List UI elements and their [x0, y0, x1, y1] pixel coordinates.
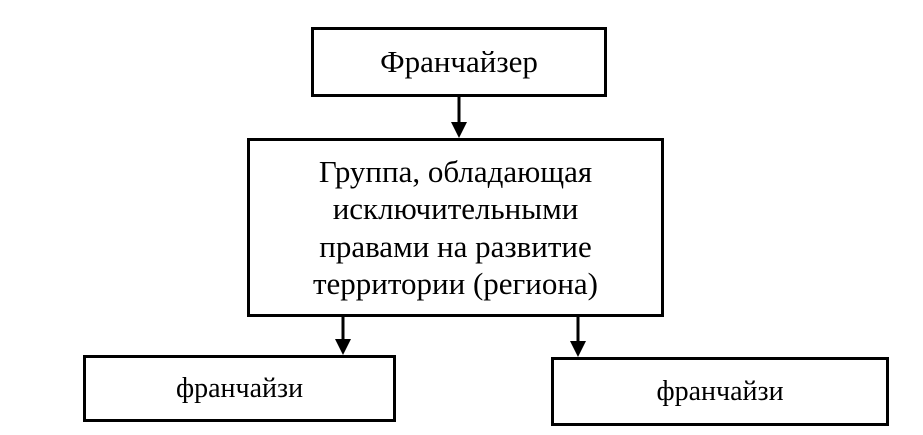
- regional-group-line: территории (региона): [312, 265, 599, 301]
- franchisor-label: Франчайзер: [380, 44, 538, 79]
- regional-group-line: правами на развитие: [319, 228, 592, 264]
- franchisor-box: Франчайзер: [311, 27, 607, 97]
- franchisee-right-box: франчайзи: [551, 357, 889, 426]
- franchisee-left-box: франчайзи: [83, 355, 396, 422]
- arrow-top-to-middle-head: [451, 122, 467, 138]
- regional-group-text: Группа, обладающая исключительными права…: [313, 153, 598, 302]
- arrow-middle-to-right-head: [570, 341, 586, 357]
- franchisee-left-label: франчайзи: [175, 372, 304, 404]
- regional-group-box: Группа, обладающая исключительными права…: [247, 138, 664, 317]
- regional-group-line: Группа, обладающая: [318, 154, 593, 190]
- regional-group-line: исключительными: [332, 191, 579, 227]
- arrow-middle-to-left-head: [335, 339, 351, 355]
- franchisee-right-label: франчайзи: [656, 375, 784, 407]
